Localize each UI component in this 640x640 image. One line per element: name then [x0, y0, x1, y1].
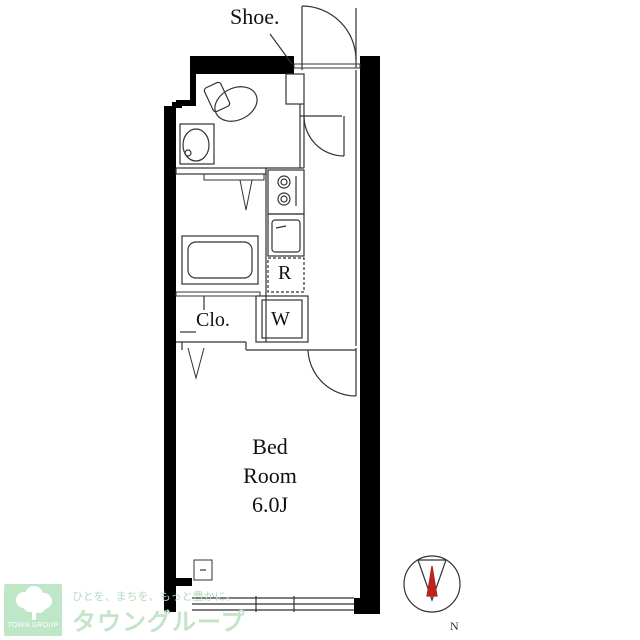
svg-text:N: N	[450, 619, 459, 633]
refrigerator-space	[267, 257, 305, 293]
washer-label: W	[271, 308, 290, 330]
logo-name: タウングループ	[72, 608, 246, 636]
washer-space	[255, 295, 309, 343]
bedroom-label: Bed Room 6.0J	[210, 432, 330, 519]
kitchen-stove	[267, 169, 305, 215]
tree-logo-icon	[4, 584, 62, 636]
closet-label: Clo.	[196, 309, 230, 331]
closet-door	[187, 347, 205, 380]
toilet	[203, 81, 258, 122]
washbasin	[179, 123, 215, 165]
logo-tagline: ひとを、まちを、もっと豊かに。	[72, 590, 237, 603]
shoe-cabinet-label: Shoe.	[230, 4, 280, 29]
kitchen-sink	[267, 213, 305, 257]
bedroom-label-line1: Bed	[252, 434, 288, 459]
bedroom-door	[307, 348, 357, 397]
refrigerator-label: R	[278, 262, 292, 284]
bedroom-label-line2: Room	[243, 463, 297, 488]
company-logo: TOWN GROUP ひとを、まちを、もっと豊かに。 タウングループ	[0, 582, 640, 640]
bedroom-size: 6.0J	[251, 492, 289, 517]
bathtub	[181, 235, 259, 285]
north-arrow-icon: N	[403, 555, 461, 633]
balcony-window	[192, 559, 354, 612]
logo-caption: TOWN GROUP	[7, 622, 59, 629]
exterior-walls	[164, 56, 380, 614]
toilet-door	[303, 115, 345, 157]
entrance-door	[293, 5, 361, 70]
shoe-cabinet	[269, 33, 305, 105]
